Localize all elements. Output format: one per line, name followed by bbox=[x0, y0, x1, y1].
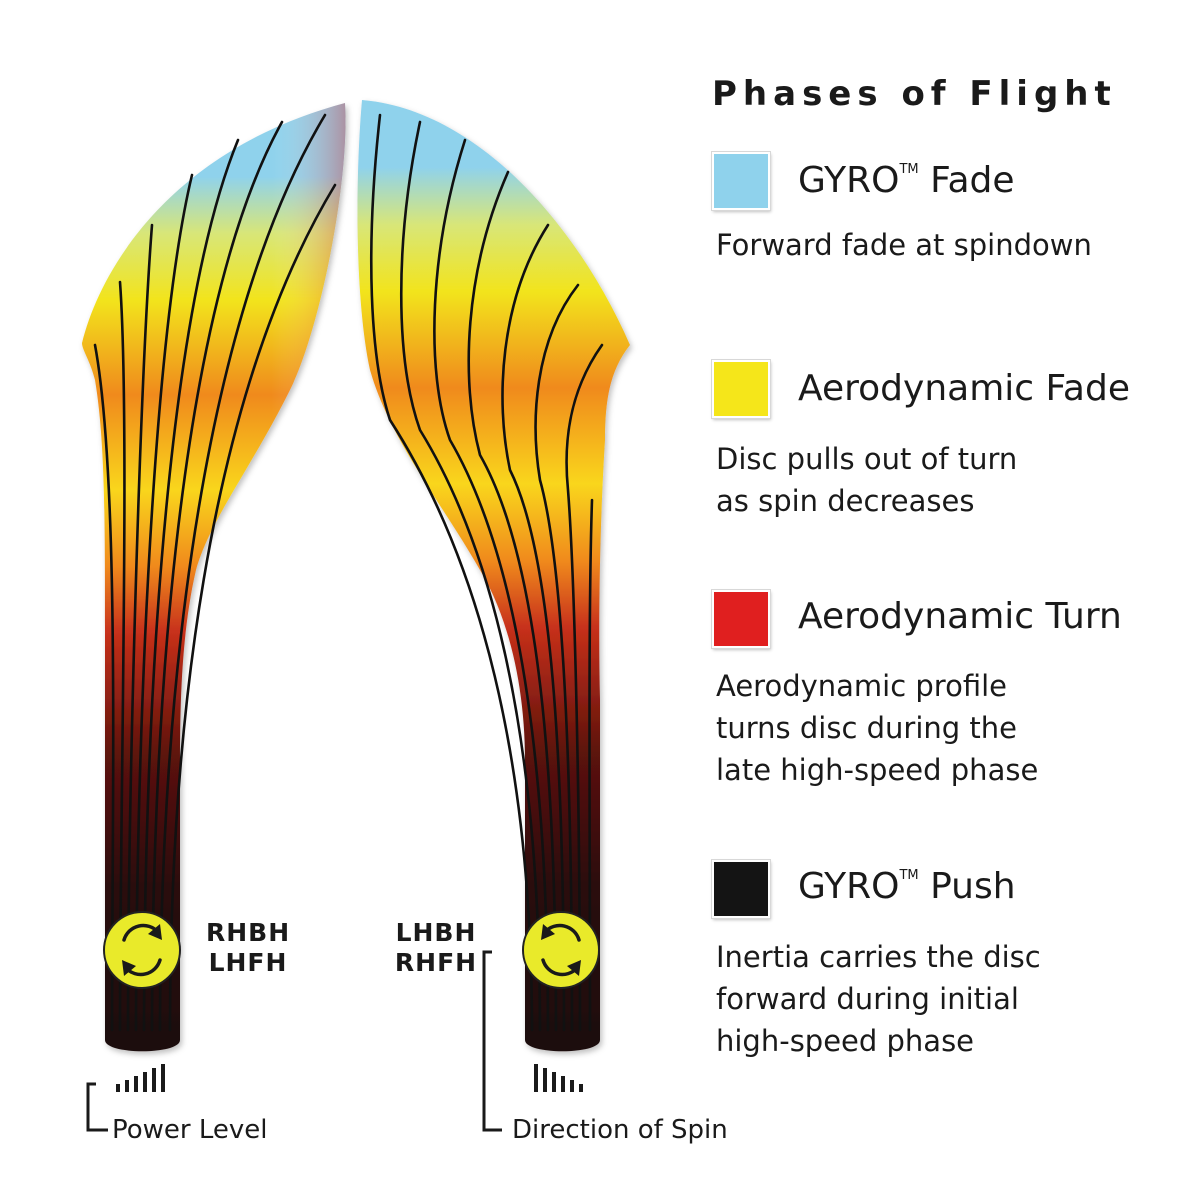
right-throw-label: LHBH RHFH bbox=[394, 918, 478, 978]
gyro-fade-swatch bbox=[712, 152, 770, 210]
direction-of-spin-label: Direction of Spin bbox=[512, 1115, 728, 1145]
spin-bracket bbox=[484, 952, 502, 1130]
legend-title: Phases of Flight bbox=[712, 74, 1117, 114]
gyro-push-description: Inertia carries the disc forward during … bbox=[716, 936, 1041, 1062]
left-flight-path bbox=[82, 103, 346, 1051]
aero-turn-swatch bbox=[712, 590, 770, 648]
gyro-push-title: GYROTM Push bbox=[798, 866, 1016, 907]
aero-turn-title: Aerodynamic Turn bbox=[798, 596, 1122, 637]
power-level-label: Power Level bbox=[112, 1115, 268, 1145]
gyro-fade-description: Forward fade at spindown bbox=[716, 224, 1092, 266]
gyro-fade-title: GYROTM Fade bbox=[798, 160, 1015, 201]
right-spin-marker bbox=[523, 912, 599, 988]
left-spin-marker bbox=[104, 912, 180, 988]
gyro-push-swatch bbox=[712, 860, 770, 918]
power-bars-icon bbox=[116, 1064, 165, 1092]
left-throw-label: RHBH LHFH bbox=[206, 918, 290, 978]
aero-fade-title: Aerodynamic Fade bbox=[798, 368, 1130, 409]
aero-fade-swatch bbox=[712, 360, 770, 418]
spin-lines-icon bbox=[534, 1064, 583, 1092]
aero-turn-description: Aerodynamic profile turns disc during th… bbox=[716, 665, 1038, 791]
power-bracket bbox=[88, 1084, 108, 1130]
right-flight-path bbox=[357, 100, 630, 1051]
aero-fade-description: Disc pulls out of turn as spin decreases bbox=[716, 438, 1017, 522]
